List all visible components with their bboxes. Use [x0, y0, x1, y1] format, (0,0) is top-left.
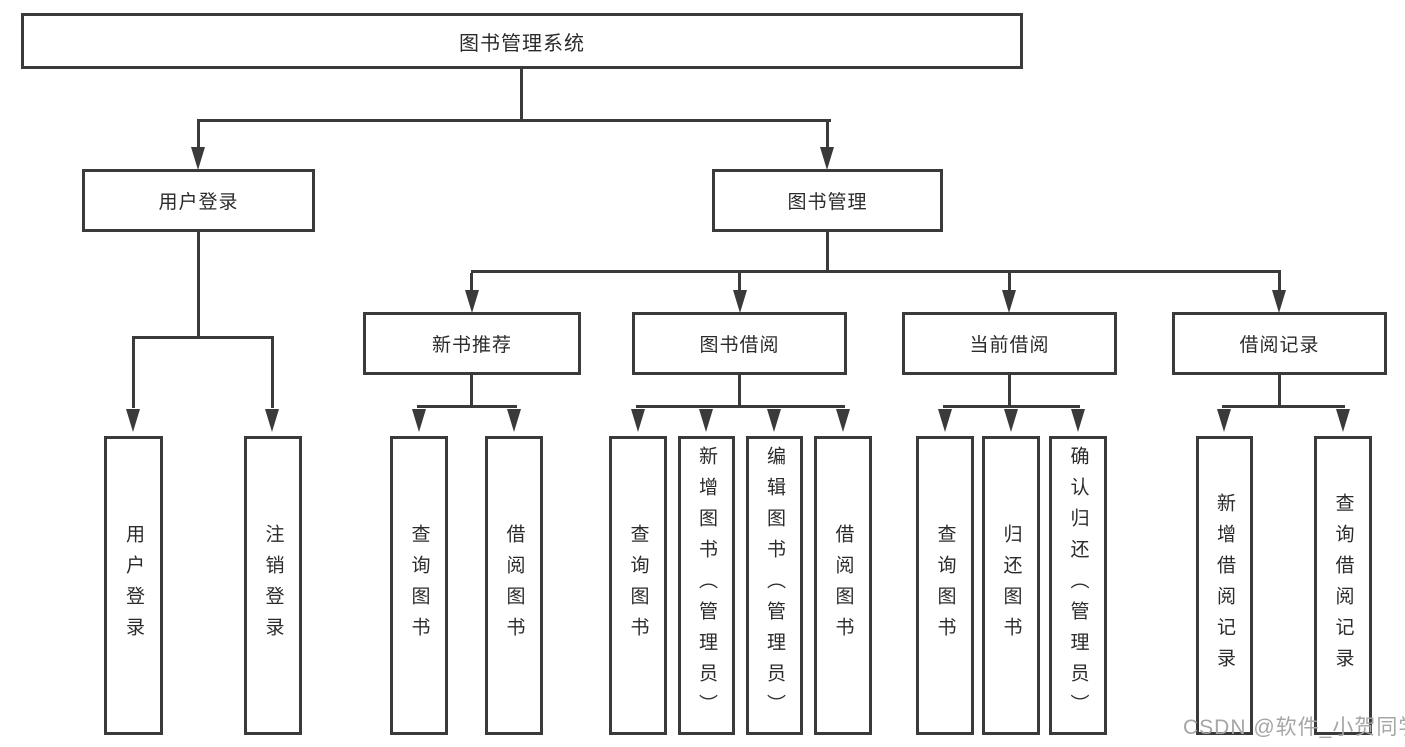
connector-root-split — [197, 119, 831, 122]
arrow-down-icon — [191, 147, 205, 170]
node-leaf-query-books-recommend: 查询图书 — [390, 436, 448, 735]
arrow-down-icon — [507, 409, 521, 432]
node-leaf-query-borrow-record-label: 查询借阅记录 — [1332, 492, 1354, 679]
connector-book-management-split — [471, 270, 1281, 273]
connector-to-user-login — [197, 122, 200, 148]
node-leaf-borrow-books-borrowing-label: 借阅图书 — [832, 523, 854, 648]
arrow-down-icon — [1002, 290, 1016, 313]
connector-to-book-borrowing — [738, 273, 741, 290]
node-leaf-add-borrow-record-label: 新增借阅记录 — [1214, 492, 1235, 679]
arrow-down-icon — [767, 409, 781, 432]
connector-records-split — [1222, 405, 1345, 408]
connector-book-management-stem — [826, 232, 829, 273]
node-user-login: 用户登录 — [82, 169, 315, 232]
arrow-down-icon — [126, 409, 140, 432]
arrow-down-icon — [465, 290, 479, 313]
arrow-down-icon — [631, 409, 645, 432]
node-leaf-query-borrow-record: 查询借阅记录 — [1314, 436, 1372, 735]
connector-borrowing-stem — [738, 375, 741, 408]
connector-borrowing-split — [636, 405, 845, 408]
arrow-down-icon — [836, 409, 850, 432]
node-leaf-edit-books-admin: 编辑图书（管理员） — [746, 436, 803, 735]
arrow-down-icon — [412, 409, 426, 432]
connector-to-current-borrowing — [1008, 273, 1011, 290]
node-leaf-add-books-admin-label: 新增图书（管理员） — [696, 446, 717, 725]
node-new-book-recommend-label: 新书推荐 — [431, 335, 512, 356]
arrow-down-icon — [938, 409, 952, 432]
node-leaf-query-books-borrowing: 查询图书 — [609, 436, 667, 735]
connector-to-leaf-user-login — [132, 339, 135, 408]
connector-recommend-split — [417, 405, 517, 408]
node-leaf-query-books-current: 查询图书 — [916, 436, 974, 735]
connector-recommend-stem — [470, 375, 473, 408]
node-leaf-borrow-books-recommend-label: 借阅图书 — [503, 523, 525, 648]
node-leaf-logout: 注销登录 — [244, 436, 302, 735]
arrow-down-icon — [1272, 290, 1286, 313]
arrow-down-icon — [733, 290, 747, 313]
connector-to-new-book-recommend — [470, 273, 473, 290]
node-leaf-borrow-books-recommend: 借阅图书 — [485, 436, 543, 735]
connector-current-stem — [1008, 375, 1011, 408]
node-root-label: 图书管理系统 — [459, 32, 585, 55]
node-leaf-logout-label: 注销登录 — [262, 523, 284, 648]
arrow-down-icon — [265, 409, 279, 432]
arrow-down-icon — [1004, 409, 1018, 432]
arrow-down-icon — [820, 147, 834, 170]
csdn-watermark: CSDN @软件_小贺同学 — [1183, 716, 1405, 739]
node-current-borrowing-label: 当前借阅 — [969, 335, 1050, 356]
connector-to-leaf-logout — [271, 339, 274, 408]
node-book-management-label: 图书管理 — [787, 192, 868, 213]
node-leaf-add-books-admin: 新增图书（管理员） — [678, 436, 735, 735]
node-book-borrowing-label: 图书借阅 — [699, 335, 780, 356]
arrow-down-icon — [699, 409, 713, 432]
arrow-down-icon — [1217, 409, 1231, 432]
node-leaf-return-books: 归还图书 — [982, 436, 1040, 735]
node-leaf-confirm-return-admin-label: 确认归还（管理员） — [1067, 446, 1089, 725]
connector-root-stem — [520, 69, 523, 121]
node-new-book-recommend: 新书推荐 — [363, 312, 581, 375]
arrow-down-icon — [1071, 409, 1085, 432]
node-root-library-system: 图书管理系统 — [21, 13, 1023, 69]
connector-records-stem — [1278, 375, 1281, 408]
node-leaf-user-login-label: 用户登录 — [123, 523, 144, 648]
node-leaf-edit-books-admin-label: 编辑图书（管理员） — [764, 446, 785, 725]
node-leaf-borrow-books-borrowing: 借阅图书 — [814, 436, 872, 735]
node-leaf-query-books-recommend-label: 查询图书 — [408, 523, 430, 648]
node-leaf-user-login: 用户登录 — [104, 436, 163, 735]
connector-user-login-stem — [197, 232, 200, 339]
connector-current-split — [943, 405, 1080, 408]
node-leaf-query-books-borrowing-label: 查询图书 — [627, 523, 649, 648]
node-borrowing-records: 借阅记录 — [1172, 312, 1387, 375]
connector-to-book-management — [826, 122, 829, 148]
node-book-management: 图书管理 — [712, 169, 943, 232]
node-current-borrowing: 当前借阅 — [902, 312, 1117, 375]
arrow-down-icon — [1336, 409, 1350, 432]
node-leaf-query-books-current-label: 查询图书 — [934, 523, 956, 648]
node-book-borrowing: 图书借阅 — [632, 312, 847, 375]
connector-user-login-split — [132, 336, 274, 339]
node-leaf-add-borrow-record: 新增借阅记录 — [1196, 436, 1253, 735]
node-leaf-return-books-label: 归还图书 — [1000, 523, 1022, 648]
connector-to-borrowing-records — [1278, 273, 1281, 290]
node-borrowing-records-label: 借阅记录 — [1239, 335, 1320, 356]
node-leaf-confirm-return-admin: 确认归还（管理员） — [1049, 436, 1107, 735]
node-user-login-label: 用户登录 — [158, 192, 239, 213]
